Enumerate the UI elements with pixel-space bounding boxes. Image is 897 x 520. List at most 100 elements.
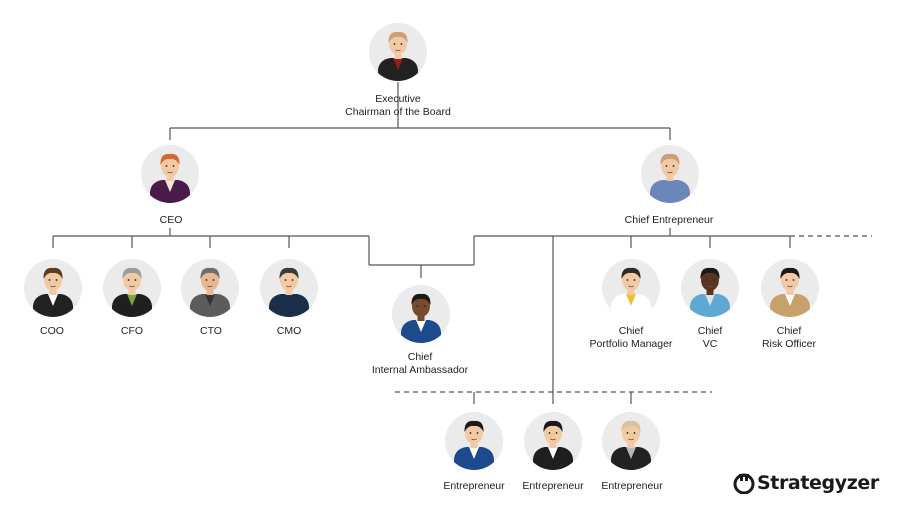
hair xyxy=(621,420,641,432)
collar xyxy=(416,320,426,332)
neck xyxy=(666,175,674,181)
hair xyxy=(200,267,220,279)
hair xyxy=(122,267,142,279)
body xyxy=(190,294,230,317)
neck xyxy=(128,289,136,295)
hair xyxy=(700,267,720,279)
neck xyxy=(786,289,794,295)
body xyxy=(454,447,494,470)
hair xyxy=(279,267,299,279)
avatar-coo xyxy=(24,259,82,317)
head xyxy=(412,295,430,317)
hair xyxy=(464,420,484,432)
body xyxy=(269,294,309,317)
collar xyxy=(469,447,479,459)
collar xyxy=(705,294,715,306)
label-cfo: CFO xyxy=(120,325,144,337)
head xyxy=(280,269,298,291)
strategyzer-logo: Strategyzer xyxy=(733,470,879,496)
label-chief-entrepreneur: Chief Entrepreneur xyxy=(624,214,714,226)
strategyzer-logo-icon xyxy=(733,473,755,494)
collar xyxy=(393,58,403,70)
hair xyxy=(160,153,180,165)
body xyxy=(611,294,651,317)
collar xyxy=(284,294,294,306)
body xyxy=(112,294,152,317)
avatar-entrepreneur-1 xyxy=(445,412,503,470)
head xyxy=(544,422,562,444)
neck xyxy=(394,53,402,59)
head xyxy=(123,269,141,291)
neck xyxy=(166,175,174,181)
avatar-cmo xyxy=(260,259,318,317)
avatar-chief-risk xyxy=(761,259,819,317)
collar xyxy=(785,294,795,306)
body xyxy=(611,447,651,470)
avatar-ceo xyxy=(141,145,199,203)
logo-text: Strategyzer xyxy=(757,472,879,494)
head xyxy=(622,269,640,291)
label-entrepreneur-3: Entrepreneur xyxy=(601,480,663,492)
hair xyxy=(780,267,800,279)
head xyxy=(701,269,719,291)
avatar-cfo xyxy=(103,259,161,317)
avatar-cto xyxy=(181,259,239,317)
head xyxy=(781,269,799,291)
label-ceo: CEO xyxy=(159,214,183,226)
collar xyxy=(548,447,558,459)
hair xyxy=(388,31,408,43)
label-coo: COO xyxy=(40,325,64,337)
collar xyxy=(665,180,675,192)
neck xyxy=(470,442,478,448)
neck xyxy=(49,289,57,295)
collar xyxy=(127,294,137,306)
body xyxy=(650,180,690,203)
label-cto: CTO xyxy=(200,325,222,337)
hair xyxy=(411,293,431,305)
neck xyxy=(627,289,635,295)
neck xyxy=(549,442,557,448)
body xyxy=(150,180,190,203)
connector-lines xyxy=(52,82,872,404)
hair xyxy=(543,420,563,432)
head xyxy=(622,422,640,444)
hair xyxy=(43,267,63,279)
neck xyxy=(206,289,214,295)
body xyxy=(770,294,810,317)
body xyxy=(533,447,573,470)
collar xyxy=(205,294,215,306)
head xyxy=(389,33,407,55)
body xyxy=(378,58,418,81)
label-cmo: CMO xyxy=(276,325,302,337)
head xyxy=(201,269,219,291)
hair xyxy=(621,267,641,279)
collar xyxy=(626,447,636,459)
body xyxy=(33,294,73,317)
neck xyxy=(285,289,293,295)
head xyxy=(161,155,179,177)
head xyxy=(465,422,483,444)
head xyxy=(661,155,679,177)
neck xyxy=(706,289,714,295)
label-entrepreneur-1: Entrepreneur xyxy=(443,480,505,492)
body xyxy=(401,320,441,343)
avatar-chief-ambassador xyxy=(392,285,450,343)
neck xyxy=(417,315,425,321)
hair xyxy=(660,153,680,165)
avatar-chief-portfolio xyxy=(602,259,660,317)
label-entrepreneur-2: Entrepreneur xyxy=(522,480,584,492)
avatars-layer xyxy=(24,23,819,470)
avatar-entrepreneur-2 xyxy=(524,412,582,470)
avatar-chief-vc xyxy=(681,259,739,317)
avatar-chief-entrepreneur xyxy=(641,145,699,203)
collar xyxy=(48,294,58,306)
body xyxy=(690,294,730,317)
collar xyxy=(626,294,636,306)
avatar-entrepreneur-3 xyxy=(602,412,660,470)
neck xyxy=(627,442,635,448)
